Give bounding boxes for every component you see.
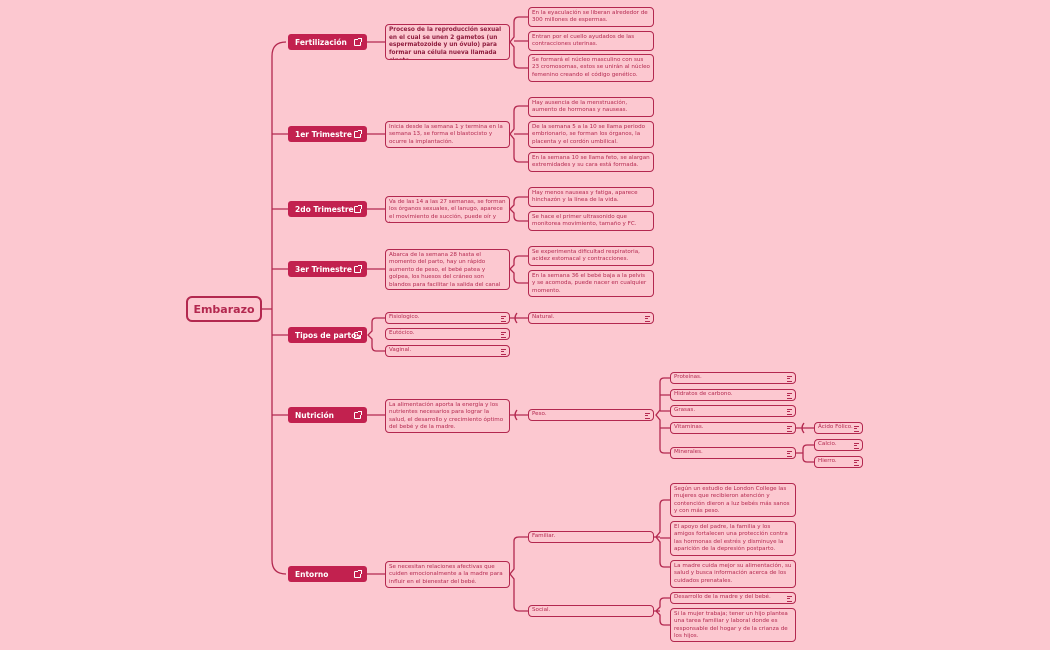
- fertilizacion-detail[interactable]: En la eyaculación se liberan alrededor d…: [528, 7, 654, 27]
- parto-item[interactable]: Eutócico.: [385, 328, 510, 340]
- trim2-desc[interactable]: Va de las 14 a las 27 semanas, se forman…: [385, 196, 510, 223]
- category-label: Tipos de partos: [295, 330, 361, 340]
- root-node[interactable]: Embarazo: [186, 296, 262, 322]
- fertilizacion-detail[interactable]: Entran por el cuello ayudados de las con…: [528, 31, 654, 51]
- nutricion-item[interactable]: Hidratos de carbono.: [670, 389, 796, 401]
- entorno-familiar[interactable]: Familiar.: [528, 531, 654, 543]
- trim1-detail[interactable]: Hay ausencia de la menstruación, aumento…: [528, 97, 654, 117]
- category-label: 3er Trimestre: [295, 264, 352, 274]
- external-link-icon[interactable]: [354, 570, 362, 578]
- parto-item[interactable]: Fisiologico.: [385, 312, 510, 324]
- parto-natural[interactable]: Natural.: [528, 312, 654, 324]
- category-entorno[interactable]: Entorno: [288, 566, 367, 582]
- category-label: 2do Trimestre: [295, 204, 354, 214]
- trim2-detail[interactable]: Hay menos nauseas y fatiga, aparece hinc…: [528, 187, 654, 207]
- trim3-detail[interactable]: Se experimenta dificultad respiratoria, …: [528, 246, 654, 266]
- trim3-detail[interactable]: En la semana 36 el bebé baja a la pelvis…: [528, 270, 654, 297]
- entorno-social[interactable]: Social.: [528, 605, 654, 617]
- social-item[interactable]: Si la mujer trabaja; tener un hijo plant…: [670, 608, 796, 642]
- note-icon[interactable]: [645, 413, 650, 419]
- external-link-icon[interactable]: [354, 205, 362, 213]
- mineral-item[interactable]: Calcio.: [814, 439, 863, 451]
- category-trim2[interactable]: 2do Trimestre: [288, 201, 367, 217]
- fertilizacion-detail[interactable]: Se formará el núcleo masculino con sus 2…: [528, 54, 654, 82]
- note-icon[interactable]: [501, 316, 506, 322]
- external-link-icon[interactable]: [354, 411, 362, 419]
- note-icon[interactable]: [854, 426, 859, 432]
- category-trim1[interactable]: 1er Trimestre: [288, 126, 367, 142]
- category-fertilizacion[interactable]: Fertilización: [288, 34, 367, 50]
- mineral-item[interactable]: Hierro.: [814, 456, 863, 468]
- note-icon[interactable]: [854, 460, 859, 466]
- nutricion-peso[interactable]: Peso.: [528, 409, 654, 421]
- nutricion-item[interactable]: Proteínas.: [670, 372, 796, 384]
- trim1-detail[interactable]: En la semana 10 se llama feto, se alarga…: [528, 152, 654, 172]
- familiar-item[interactable]: El apoyo del padre, la familia y los ami…: [670, 521, 796, 556]
- note-icon[interactable]: [501, 349, 506, 355]
- trim1-desc[interactable]: Inicia desde la semana 1 y termina en la…: [385, 121, 510, 148]
- note-icon[interactable]: [645, 316, 650, 322]
- note-icon[interactable]: [854, 443, 859, 449]
- nutricion-item[interactable]: Vitaminas.: [670, 422, 796, 434]
- category-label: Fertilización: [295, 37, 347, 47]
- entorno-desc[interactable]: Se necesitan relaciones afectivas que cu…: [385, 561, 510, 588]
- category-nutricion[interactable]: Nutrición: [288, 407, 367, 423]
- nutricion-item[interactable]: Grasas.: [670, 405, 796, 417]
- category-label: Nutrición: [295, 410, 334, 420]
- parto-item[interactable]: Vaginal.: [385, 345, 510, 357]
- fertilizacion-desc[interactable]: Proceso de la reproducción sexual en el …: [385, 24, 510, 60]
- vitamina-item[interactable]: Ácido Fólico.: [814, 422, 863, 434]
- category-trim3[interactable]: 3er Trimestre: [288, 261, 367, 277]
- note-icon[interactable]: [501, 332, 506, 338]
- social-item[interactable]: Desarrollo de la madre y del bebé.: [670, 592, 796, 604]
- familiar-item[interactable]: La madre cuida mejor su alimentación, su…: [670, 560, 796, 588]
- note-icon[interactable]: [787, 376, 792, 382]
- familiar-item[interactable]: Según un estudio de London College las m…: [670, 483, 796, 517]
- note-icon[interactable]: [787, 426, 792, 432]
- note-icon[interactable]: [787, 409, 792, 415]
- category-label: Entorno: [295, 569, 329, 579]
- trim2-detail[interactable]: Se hace el primer ultrasonido que monito…: [528, 211, 654, 231]
- note-icon[interactable]: [787, 451, 792, 457]
- external-link-icon[interactable]: [354, 38, 362, 46]
- external-link-icon[interactable]: [354, 331, 362, 339]
- nutricion-item[interactable]: Minerales.: [670, 447, 796, 459]
- trim3-desc[interactable]: Abarca de la semana 28 hasta el momento …: [385, 249, 510, 290]
- trim1-detail[interactable]: De la semana 5 a la 10 se llama periodo …: [528, 121, 654, 148]
- category-label: 1er Trimestre: [295, 129, 352, 139]
- root-brace: [271, 41, 287, 575]
- external-link-icon[interactable]: [354, 265, 362, 273]
- nutricion-desc[interactable]: La alimentación aporta la energía y los …: [385, 399, 510, 433]
- external-link-icon[interactable]: [354, 130, 362, 138]
- category-partos[interactable]: Tipos de partos: [288, 327, 367, 343]
- note-icon[interactable]: [787, 596, 792, 602]
- note-icon[interactable]: [787, 393, 792, 399]
